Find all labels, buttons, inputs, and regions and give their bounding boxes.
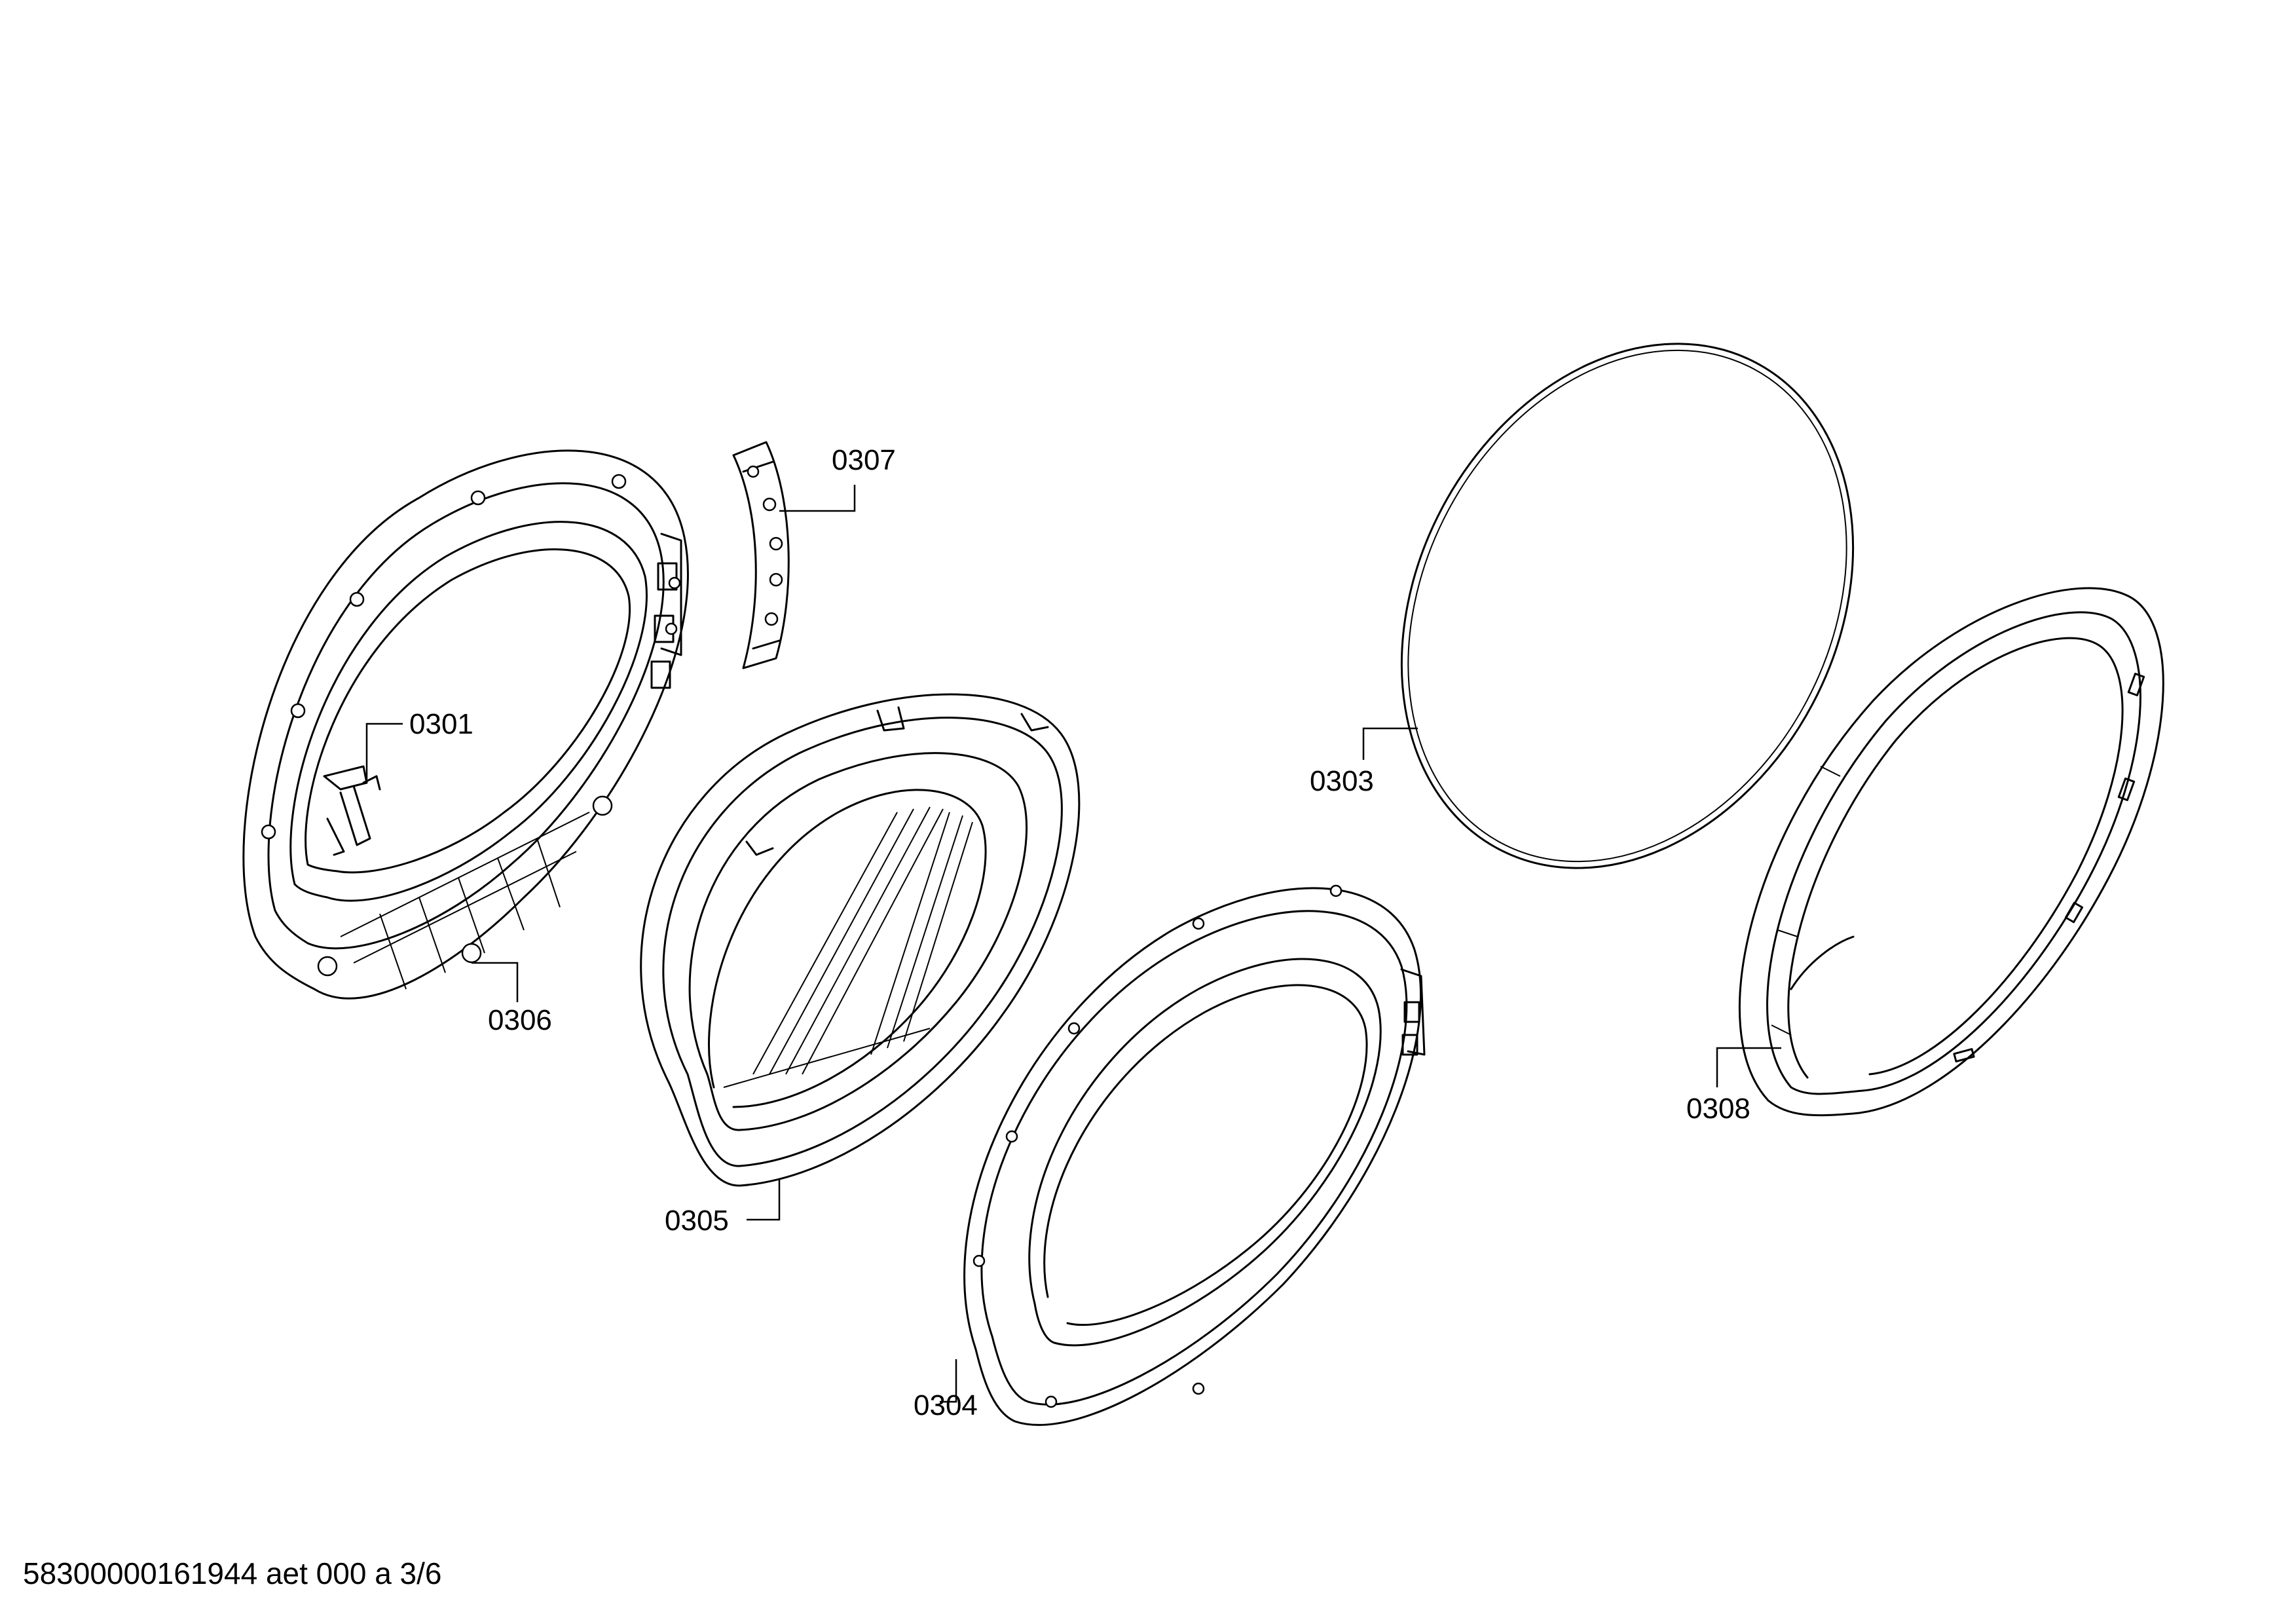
part-0307-hinge	[732, 441, 790, 669]
label-0308: 0308	[1686, 1093, 1750, 1125]
part-0306-door-frame	[242, 449, 689, 1000]
label-0304: 0304	[914, 1389, 978, 1421]
label-0303: 0303	[1310, 765, 1374, 797]
document-code: 58300000161944 aet 000 a 3/6	[23, 1556, 442, 1590]
part-0304-outer-door-ring	[963, 884, 1426, 1426]
leader-0305	[747, 1179, 781, 1221]
leader-lines	[365, 485, 1781, 1403]
part-0305-door-glass-bowl	[640, 693, 1081, 1187]
leader-0304	[940, 1359, 957, 1403]
label-0306: 0306	[488, 1004, 552, 1036]
leader-0308	[1716, 1047, 1781, 1087]
leader-0301	[365, 723, 403, 779]
label-0307: 0307	[832, 444, 896, 476]
part-0303-glass-disc	[1400, 343, 1855, 869]
leader-0306	[472, 962, 519, 1002]
label-0305: 0305	[665, 1205, 729, 1237]
part-0308-trim-ring	[1738, 587, 2164, 1117]
leader-0303	[1362, 727, 1418, 760]
part-0301-door-hook	[323, 765, 381, 856]
label-0301: 0301	[409, 708, 473, 740]
leader-0307	[779, 485, 856, 512]
